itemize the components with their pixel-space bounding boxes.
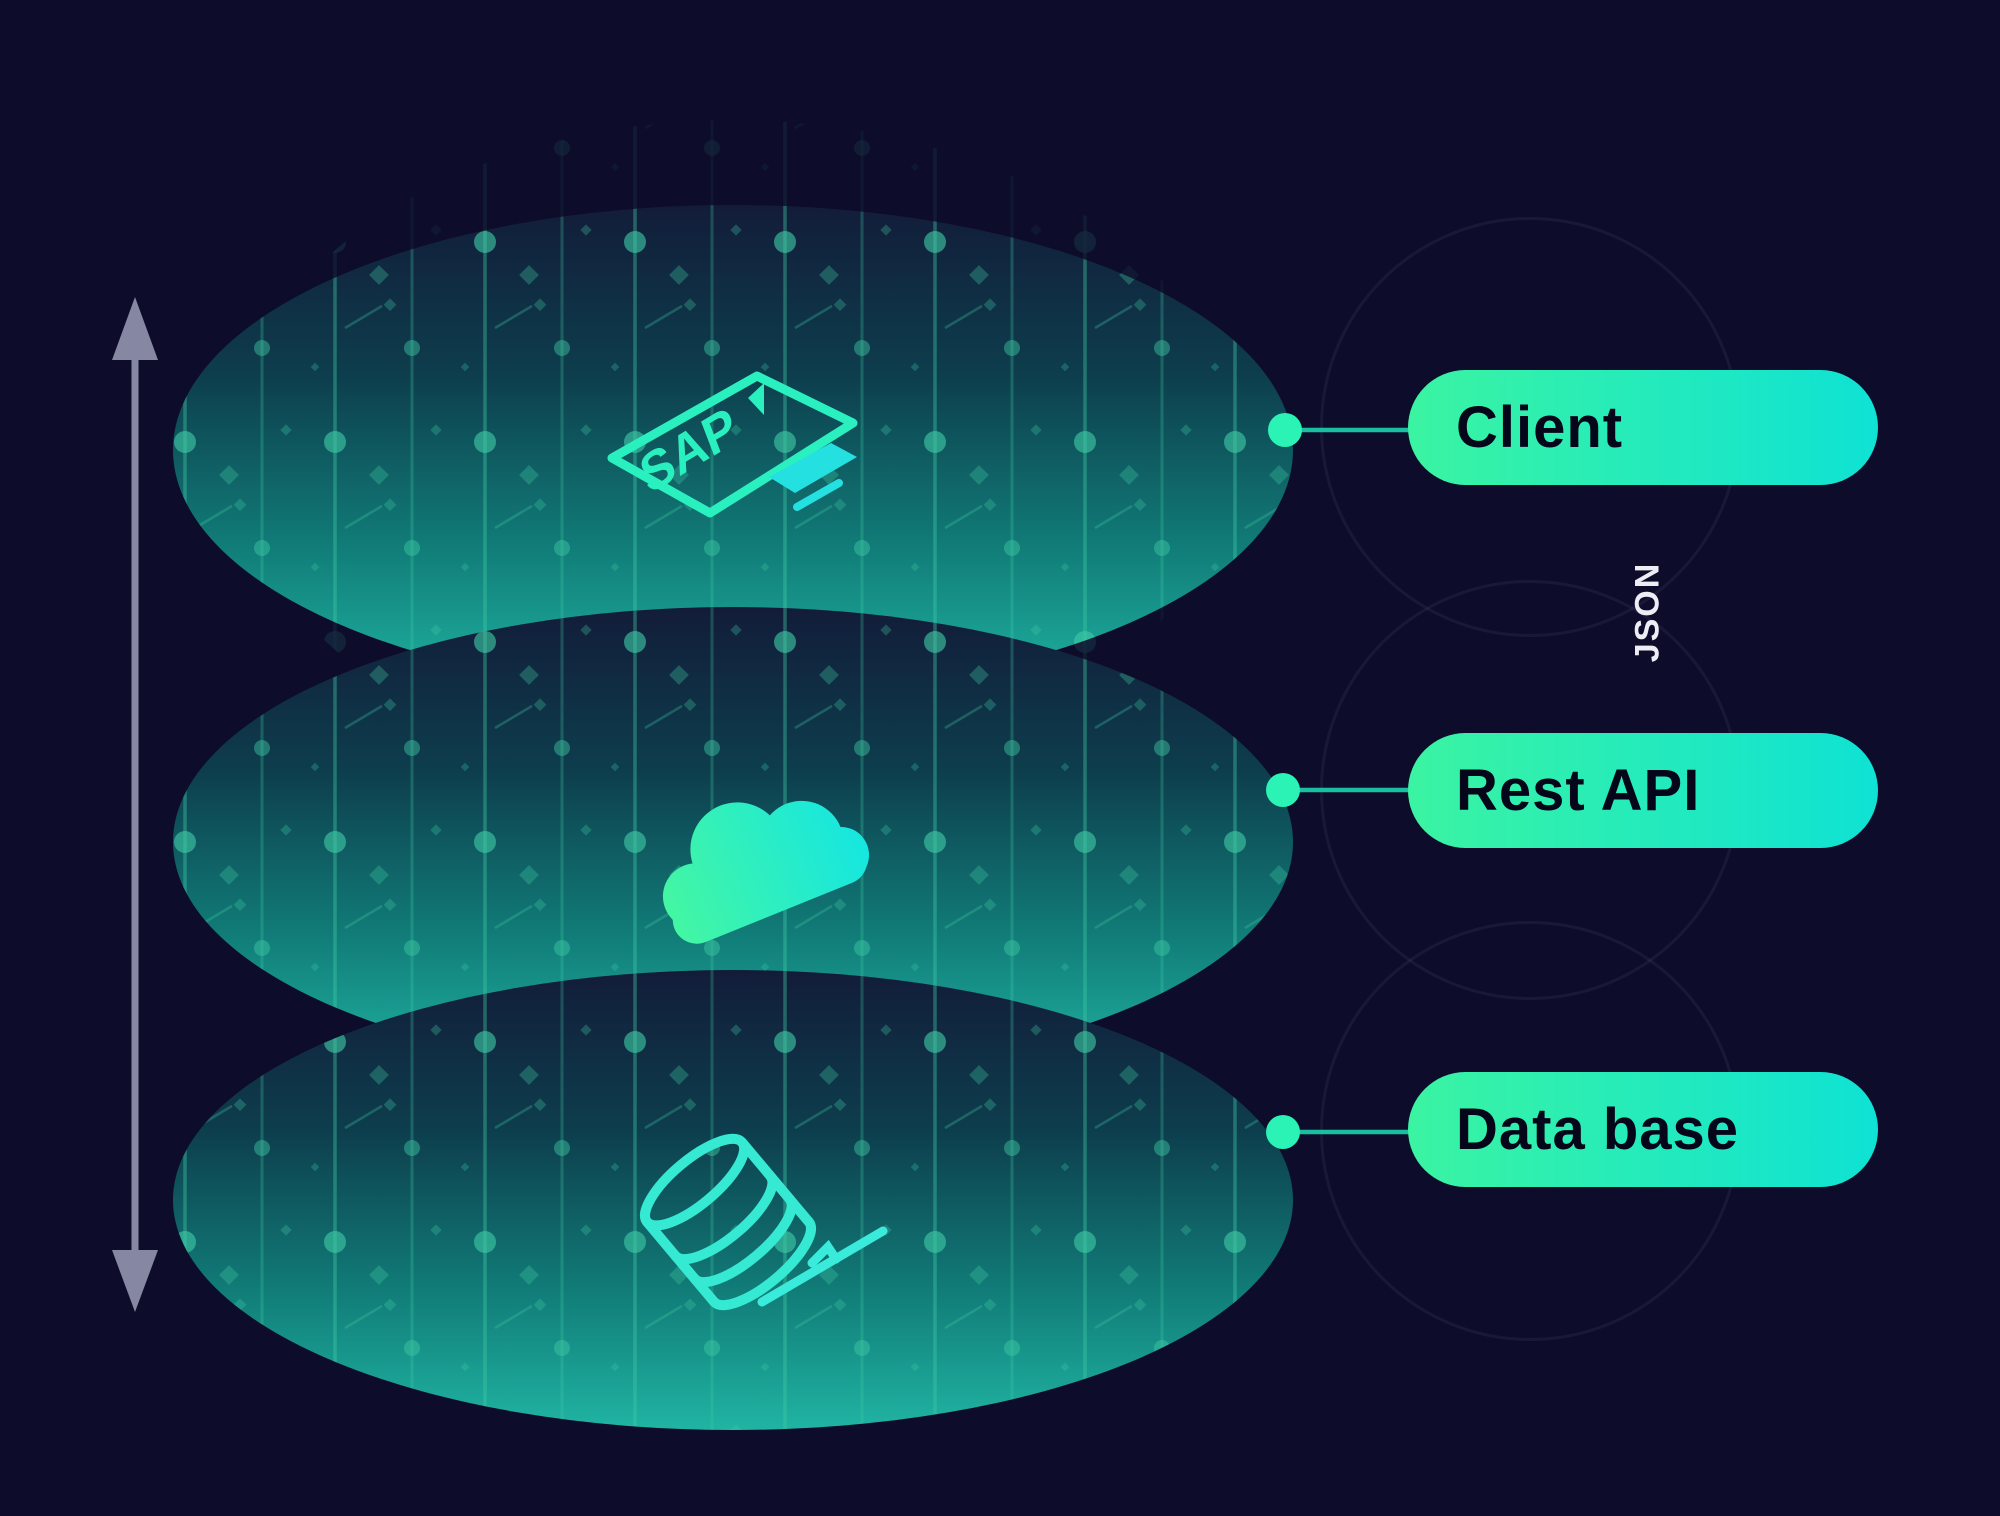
layer-ellipse-database xyxy=(173,970,1293,1430)
label-pill-database: Data base xyxy=(1408,1072,1878,1187)
layer-ellipse-client: SAP xyxy=(173,205,1293,695)
connector-rest-api xyxy=(1266,773,1410,807)
connection-label-json: JSON xyxy=(1628,561,1667,663)
connector-database xyxy=(1266,1115,1410,1149)
layer-ellipse-rest-api xyxy=(173,607,1293,1077)
cloud-icon xyxy=(662,800,870,944)
connector-client xyxy=(1268,413,1410,447)
label-text-database: Data base xyxy=(1456,1097,1740,1162)
label-text-client: Client xyxy=(1456,395,1624,460)
database-cylinder-icon xyxy=(640,1133,888,1311)
vertical-double-arrow-icon xyxy=(112,297,158,1312)
label-text-rest-api: Rest API xyxy=(1456,758,1701,823)
label-pill-rest-api: Rest API xyxy=(1408,733,1878,848)
label-pill-client: Client xyxy=(1408,370,1878,485)
